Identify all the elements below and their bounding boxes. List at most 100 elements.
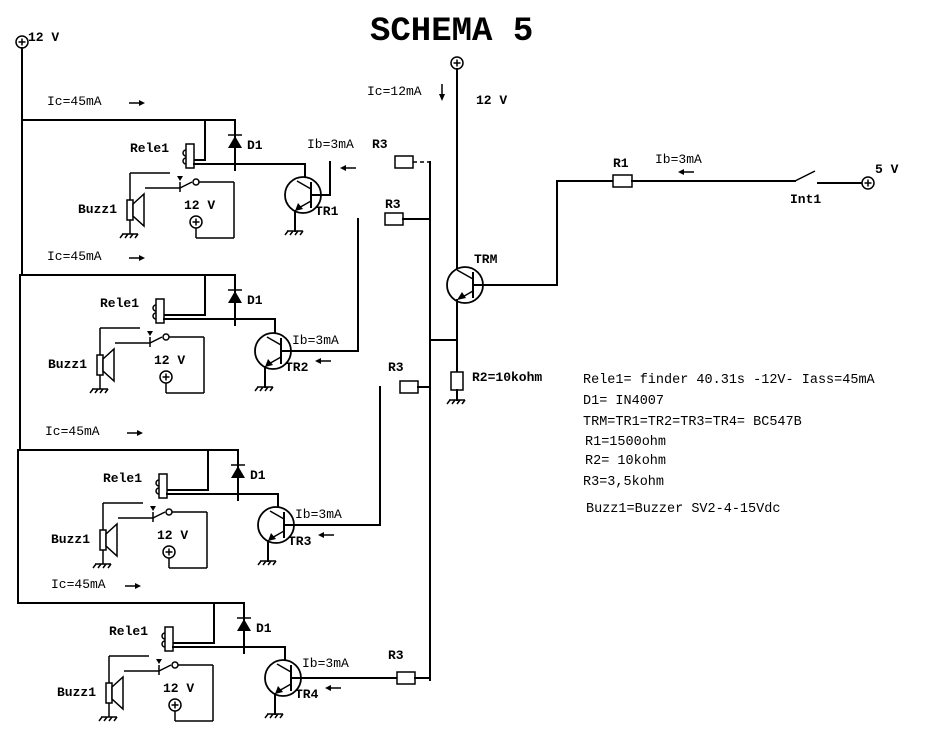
ib-label: Ib=3mA [302, 656, 349, 671]
ground-icon [92, 563, 112, 569]
diode-icon [228, 291, 242, 303]
trm-ic-label: Ic=12mA [367, 84, 422, 99]
arrow-left-icon [317, 531, 335, 539]
ground-icon [254, 386, 274, 392]
ground-icon [119, 233, 139, 239]
diode-label: D1 [256, 621, 272, 636]
main-supply-label: 12 V [28, 30, 59, 45]
relay-contact-icon [165, 508, 173, 516]
transistor-tr3 [257, 506, 295, 566]
switch-int1[interactable] [794, 170, 816, 182]
relay-coil-icon [164, 626, 174, 652]
trm-stage: Ic=12mA 12 V TRM R2=10kohm [367, 56, 558, 405]
ic-label: Ic=45mA [47, 94, 102, 109]
relay-label: Rele1 [109, 624, 148, 639]
plus-terminal-icon [168, 698, 182, 712]
trm-emitter-bus [429, 179, 458, 681]
legend-line: R1=1500ohm [585, 435, 666, 450]
input-stage: R1 Ib=3mA 5 V Int1 [556, 152, 899, 286]
arrow-left-icon [339, 164, 357, 172]
relay-contact-icon [192, 178, 200, 186]
legend-line: R3=3,5kohm [583, 475, 664, 490]
relay-contact-icon [162, 333, 170, 341]
relay-coil-icon [158, 473, 168, 499]
ic-label: Ic=45mA [45, 424, 100, 439]
relay-label: Rele1 [103, 471, 142, 486]
relay-coil-icon [155, 298, 165, 324]
ground-icon [257, 560, 277, 566]
ib-label: Ib=3mA [292, 333, 339, 348]
relay-label: Rele1 [130, 141, 169, 156]
input-supply-label: 5 V [875, 162, 899, 177]
r3-label: R3 [385, 197, 401, 212]
trm-supply-label: 12 V [476, 93, 507, 108]
relay-supply-label: 12 V [184, 198, 215, 213]
legend-line: D1= IN4007 [583, 394, 664, 409]
arrow-right-icon [124, 582, 142, 590]
arrow-left-icon [677, 168, 695, 176]
resistor-r3 [384, 212, 404, 226]
relay-contact-icon [171, 661, 179, 669]
r3-label: R3 [388, 648, 404, 663]
diode-label: D1 [250, 468, 266, 483]
legend-line: R2= 10kohm [585, 454, 666, 469]
resistor-r3 [394, 155, 414, 169]
diode-label: D1 [247, 293, 263, 308]
plus-terminal-icon [159, 370, 173, 384]
buzzer-label: Buzz1 [78, 202, 117, 217]
plus-terminal-icon [162, 545, 176, 559]
component-legend: Rele1= finder 40.31s -12V- Iass=45mA D1=… [583, 373, 876, 517]
trm-label: TRM [474, 252, 498, 267]
transistor-label: TR1 [315, 204, 339, 219]
r3-label: R3 [372, 137, 388, 152]
buzzer-icon [126, 199, 134, 221]
buzzer-icon [105, 682, 113, 704]
transistor-label: TR2 [285, 360, 309, 375]
relay-coil-icon [185, 143, 195, 169]
arrow-right-icon [126, 429, 144, 437]
resistor-r1 [612, 174, 633, 188]
arrow-right-icon [128, 254, 146, 262]
ground-icon [446, 399, 466, 405]
arrow-down-icon [439, 84, 445, 101]
schematic-title: SCHEMA 5 [370, 13, 533, 51]
ground-icon [89, 388, 109, 394]
legend-line: Rele1= finder 40.31s -12V- Iass=45mA [583, 373, 876, 388]
resistor-r3 [396, 671, 416, 685]
ib-label: Ib=3mA [295, 507, 342, 522]
ground-icon [264, 713, 284, 719]
r2-label: R2=10kohm [472, 370, 542, 385]
buzzer-label: Buzz1 [48, 357, 87, 372]
diode-icon [231, 466, 245, 478]
buzzer-label: Buzz1 [57, 685, 96, 700]
transistor-trm [446, 266, 558, 304]
resistor-r3 [399, 380, 419, 394]
r1-label: R1 [613, 156, 629, 171]
main-supply: 12 V [15, 30, 59, 604]
relay-supply-label: 12 V [157, 528, 188, 543]
ib-label: Ib=3mA [307, 137, 354, 152]
resistor-r2 [450, 371, 464, 391]
buzzer-label: Buzz1 [51, 532, 90, 547]
ground-icon [284, 230, 304, 236]
buzzer-icon [99, 529, 107, 551]
switch-label: Int1 [790, 192, 821, 207]
transistor-label: TR4 [295, 687, 319, 702]
plus-terminal-icon [450, 56, 464, 70]
legend-line: Buzz1=Buzzer SV2-4-15Vdc [586, 502, 780, 517]
diode-icon [228, 136, 242, 148]
diode-label: D1 [247, 138, 263, 153]
arrow-left-icon [314, 357, 332, 365]
r3-label: R3 [388, 360, 404, 375]
plus-terminal-icon [15, 35, 29, 49]
legend-line: TRM=TR1=TR2=TR3=TR4= BC547B [583, 415, 802, 430]
relay-supply-label: 12 V [163, 681, 194, 696]
transistor-label: TR3 [288, 534, 312, 549]
ic-label: Ic=45mA [51, 577, 106, 592]
diode-icon [237, 619, 251, 631]
